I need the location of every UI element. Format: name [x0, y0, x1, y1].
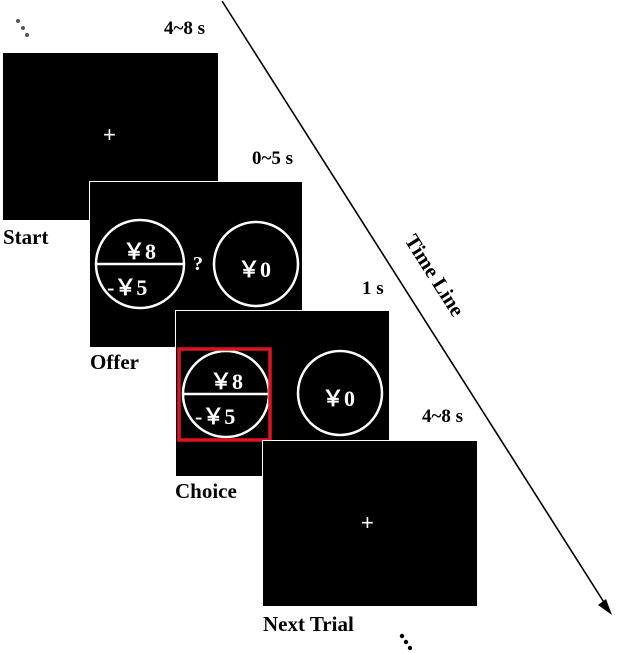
offer-sure-text: ￥0	[238, 257, 272, 282]
sure-option-circle	[212, 220, 300, 308]
offer-gain-text: ￥8	[123, 239, 157, 264]
question-mark: ?	[193, 253, 203, 275]
selection-box	[177, 347, 272, 442]
label-next-trial: Next Trial	[263, 612, 354, 636]
fixation-cross-next: +	[361, 510, 374, 535]
fixation-cross-start: +	[103, 122, 116, 147]
choice-loss-text: -￥5	[195, 404, 236, 429]
label-start: Start	[3, 225, 49, 249]
offer-loss-text: -￥5	[107, 275, 148, 300]
duration-choice: 1 s	[362, 278, 384, 299]
duration-offer: 0~5 s	[252, 148, 294, 169]
choice-gain-text: ￥8	[210, 369, 244, 394]
label-choice: Choice	[175, 479, 237, 503]
duration-next: 4~8 s	[422, 406, 464, 427]
arrowhead-icon	[598, 599, 612, 615]
unchosen-option-circle	[296, 349, 384, 437]
duration-start: 4~8 s	[164, 18, 206, 39]
label-offer: Offer	[90, 350, 139, 374]
next-trial-screen	[262, 440, 478, 607]
choice-sure-text: ￥0	[322, 386, 356, 411]
